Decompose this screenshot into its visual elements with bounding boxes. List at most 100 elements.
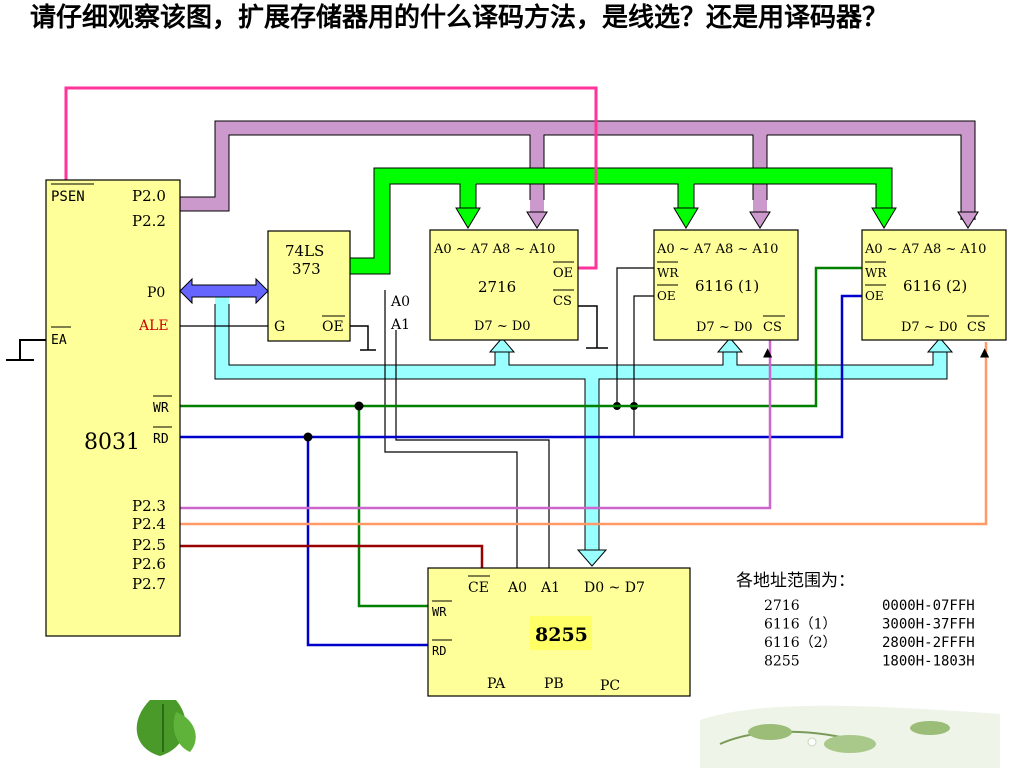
wr-label: WR — [153, 401, 169, 416]
low-address-bus — [350, 168, 892, 274]
latch-oe-ground — [350, 325, 376, 351]
junction-rd-8255 — [303, 432, 313, 442]
low-address-arrow-6116-1 — [673, 207, 699, 229]
a1-line — [395, 330, 550, 568]
data-bus-arrow-6116-1 — [716, 337, 744, 353]
rd-label: RD — [153, 432, 169, 447]
eprom-addr-label: A0 ~ A7 A8 ~ A10 — [433, 242, 555, 257]
ppi-pa-label: PA — [487, 676, 506, 692]
ram1-wr-label: WR — [657, 266, 679, 280]
high-address-bus-outline — [180, 120, 976, 220]
ea-ground — [6, 339, 46, 361]
eprom-cs-label: CS — [553, 294, 572, 309]
p20-label: P2.0 — [132, 187, 166, 205]
p0-label: P0 — [147, 285, 165, 301]
eprom-oe-label: OE — [553, 266, 573, 281]
address-row-chip: 6116（1） — [764, 617, 837, 633]
ppi-pc-label: PC — [600, 678, 620, 694]
eprom-cs-ground — [578, 305, 608, 349]
latch-g-label: G — [274, 319, 285, 335]
ram2-oe-label: OE — [865, 289, 884, 303]
wr-to-8255 — [357, 406, 428, 608]
data-bus-outline — [214, 304, 948, 552]
p23-line — [180, 340, 772, 510]
eprom-data-label: D7 ~ D0 — [474, 319, 531, 334]
ram1-addr-label: A0 ~ A7 A8 ~ A10 — [656, 242, 778, 257]
low-address-arrow-2716 — [455, 207, 481, 229]
latch-name-line2: 373 — [292, 260, 321, 278]
question-title: 请仔细观察该图，扩展存储器用的什么译码方法，是线选？还是用译码器？ — [30, 3, 889, 33]
p25-line — [180, 544, 484, 568]
latch-a1-label: A1 — [390, 317, 410, 333]
address-row-range: 0000H-07FFH — [882, 598, 975, 614]
p27-label: P2.7 — [132, 575, 166, 593]
ram1-cs-tick: ▲ — [763, 345, 773, 359]
p22-label: P2.2 — [132, 212, 166, 230]
rd-line — [180, 294, 862, 439]
ram2-cs-label: CS — [967, 320, 986, 335]
low-address-arrow-6116-2 — [871, 207, 897, 229]
latch-74ls373-chip — [267, 230, 351, 342]
ppi-a1-label: A1 — [540, 580, 560, 596]
address-row-chip: 8255 — [764, 654, 800, 670]
address-row-chip: 6116（2） — [764, 635, 837, 651]
ram2-wr-label: WR — [865, 266, 887, 280]
data-bus-arrow-8255 — [576, 549, 608, 567]
ram2-data-label: D7 ~ D0 — [901, 320, 958, 335]
address-table: 2716 0000H-07FFH 6116（1） 3000H-37FFH 6116（2）… — [764, 598, 975, 670]
data-bus-arrow-6116-2 — [926, 337, 954, 353]
ram2-addr-label: A0 ~ A7 A8 ~ A10 — [864, 242, 986, 257]
wr-line — [180, 266, 862, 408]
p23-label: P2.3 — [132, 497, 166, 515]
ppi-pb-label: PB — [544, 676, 564, 692]
ram1-oe-label: OE — [657, 289, 676, 303]
p26-label: P2.6 — [132, 555, 166, 573]
ram1-data-label: D7 ~ D0 — [696, 320, 753, 335]
ppi-a0-label: A0 — [507, 580, 527, 596]
latch-name-line1: 74LS — [285, 242, 324, 260]
address-row-chip: 2716 — [764, 598, 800, 614]
ea-label: EA — [51, 333, 67, 348]
ram1-oe-line — [633, 295, 654, 437]
address-row-range: 1800H-1803H — [882, 654, 975, 670]
ppi-name: 8255 — [535, 624, 588, 646]
eprom-2716-chip — [429, 229, 579, 341]
leaf-decoration-left — [136, 700, 196, 756]
rd-to-8255 — [306, 437, 428, 647]
ram-6116-2-chip — [861, 229, 1007, 341]
high-address-arrow-6116-1 — [749, 211, 771, 229]
latch-oe-label: OE — [322, 319, 344, 335]
ram1-wr-line — [616, 267, 654, 406]
cpu-8031-chip — [45, 179, 181, 637]
junction-wr-8255 — [354, 401, 364, 411]
ppi-data-label: D0 ~ D7 — [584, 580, 645, 596]
cpu-name: 8031 — [84, 430, 140, 455]
data-bus-arrow-2716 — [488, 337, 516, 353]
ppi-ce-label: CE — [468, 580, 489, 596]
p25-label: P2.5 — [132, 536, 166, 554]
address-row-range: 2800H-2FFFH — [882, 635, 975, 651]
address-table-title: 各地址范围为： — [736, 571, 855, 591]
ram1-name: 6116 (1) — [695, 277, 759, 295]
ram2-cs-tick: ▲ — [980, 345, 990, 359]
high-address-arrow-6116-2 — [957, 211, 979, 229]
ppi-wr-label: WR — [432, 605, 447, 619]
data-bus — [215, 292, 947, 552]
latch-a0-label: A0 — [390, 294, 410, 310]
ram2-name: 6116 (2) — [903, 277, 967, 295]
ale-label: ALE — [138, 318, 169, 334]
ppi-name-box — [530, 616, 592, 650]
psen-line — [64, 86, 598, 270]
a0-line — [384, 290, 518, 568]
high-address-arrow-2716 — [526, 211, 548, 229]
p24-line — [180, 342, 988, 526]
ppi-rd-label: RD — [432, 644, 446, 658]
leaf-decoration-right — [700, 705, 1000, 768]
address-row-range: 3000H-37FFH — [882, 617, 975, 633]
eprom-name: 2716 — [478, 278, 516, 296]
low-address-bus-outline — [350, 167, 893, 275]
p24-label: P2.4 — [132, 515, 166, 533]
psen-label: PSEN — [51, 189, 85, 205]
ram1-cs-label: CS — [763, 320, 782, 335]
